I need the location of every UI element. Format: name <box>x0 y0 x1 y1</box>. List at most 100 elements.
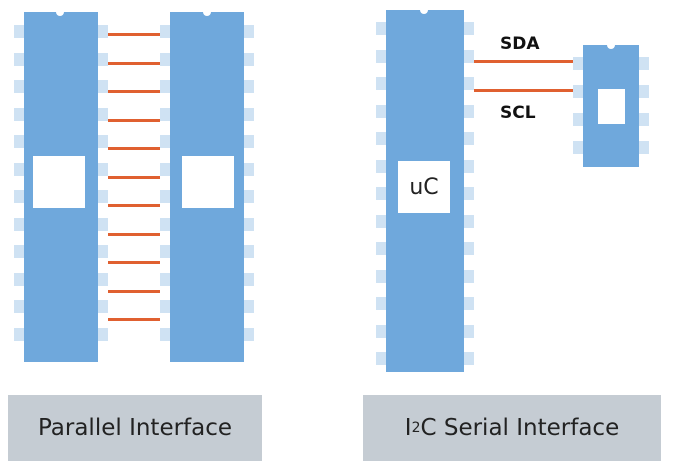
parallel-bus-wire <box>108 261 160 264</box>
parallel-right-chip-pin-left <box>160 25 170 38</box>
microcontroller-pin-right <box>464 352 474 365</box>
parallel-right-chip-pin-left <box>160 190 170 203</box>
peripheral-chip-notch <box>607 45 615 49</box>
parallel-right-chip-pin-left <box>160 107 170 121</box>
parallel-left-chip-notch <box>56 12 64 16</box>
peripheral-chip-pin-left <box>573 57 583 70</box>
microcontroller-pin-right <box>464 324 474 338</box>
parallel-left-chip-pin-left <box>14 52 24 66</box>
microcontroller-pin-right <box>464 22 474 35</box>
peripheral-chip-pin-right <box>639 57 649 70</box>
parallel-right-chip-pin-right <box>244 25 254 38</box>
microcontroller-pin-left <box>376 77 386 90</box>
parallel-left-chip-pin-left <box>14 135 24 148</box>
parallel-left-chip-pin-left <box>14 80 24 93</box>
sda-wire <box>474 60 574 63</box>
microcontroller-pin-left <box>376 297 386 310</box>
parallel-right-chip-pin-right <box>244 217 254 231</box>
parallel-bus-wire <box>108 33 160 36</box>
parallel-left-chip-pin-right <box>98 135 108 148</box>
microcontroller-pin-left <box>376 132 386 145</box>
microcontroller-pin-left <box>376 49 386 63</box>
parallel-bus-wire <box>108 90 160 93</box>
parallel-bus-wire <box>108 232 160 236</box>
microcontroller-pin-left <box>376 187 386 200</box>
parallel-right-chip-pin-right <box>244 80 254 93</box>
parallel-left-chip-pin-right <box>98 80 108 93</box>
parallel-left-chip-pin-left <box>14 217 24 231</box>
parallel-left-chip-pin-right <box>98 107 108 121</box>
parallel-right-chip-pin-left <box>160 80 170 93</box>
microcontroller-pin-right <box>464 187 474 200</box>
parallel-right-chip-pin-left <box>160 327 170 341</box>
microcontroller-pin-left <box>376 324 386 338</box>
microcontroller-label: uC <box>398 161 450 213</box>
microcontroller-pin-right <box>464 49 474 63</box>
peripheral-chip-pin-left <box>573 141 583 154</box>
scl-wire <box>474 89 574 92</box>
parallel-bus-wire <box>108 289 160 293</box>
parallel-bus-wire <box>108 147 160 150</box>
parallel-right-chip-pin-left <box>160 135 170 148</box>
i2c-caption-superscript: 2 <box>411 420 421 436</box>
parallel-right-chip-pin-left <box>160 245 170 258</box>
microcontroller-pin-right <box>464 242 474 255</box>
parallel-left-chip-pin-right <box>98 272 108 286</box>
parallel-right-chip-pin-right <box>244 272 254 286</box>
microcontroller-pin-left <box>376 269 386 283</box>
parallel-left-chip-pin-left <box>14 272 24 286</box>
scl-label: SCL <box>500 103 536 123</box>
parallel-right-chip-pin-right <box>244 162 254 176</box>
parallel-right-chip-pin-right <box>244 190 254 203</box>
parallel-left-chip-pin-left <box>14 327 24 341</box>
microcontroller-notch <box>420 10 428 14</box>
peripheral-chip-die <box>598 89 625 124</box>
parallel-right-chip-pin-left <box>160 52 170 66</box>
parallel-bus-wire <box>108 61 160 65</box>
microcontroller-pin-left <box>376 242 386 255</box>
parallel-right-chip-pin-left <box>160 162 170 176</box>
microcontroller-pin-right <box>464 297 474 310</box>
parallel-left-chip-pin-right <box>98 190 108 203</box>
microcontroller-pin-right <box>464 214 474 228</box>
parallel-bus-wire <box>108 175 160 179</box>
parallel-left-chip-pin-right <box>98 245 108 258</box>
parallel-interface-caption-text: Parallel Interface <box>37 415 233 441</box>
microcontroller-pin-right <box>464 269 474 283</box>
parallel-left-chip-pin-right <box>98 300 108 313</box>
microcontroller-pin-left <box>376 104 386 118</box>
parallel-left-chip-die <box>33 156 85 208</box>
parallel-right-chip-pin-left <box>160 300 170 313</box>
parallel-right-chip-pin-right <box>244 300 254 313</box>
i2c-caption-suffix: C Serial Interface <box>420 415 620 441</box>
parallel-left-chip-pin-right <box>98 217 108 231</box>
i2c-caption-prefix: I <box>404 415 412 441</box>
microcontroller-pin-left <box>376 352 386 365</box>
microcontroller-pin-left <box>376 159 386 173</box>
microcontroller-pin-right <box>464 132 474 145</box>
parallel-left-chip-pin-left <box>14 245 24 258</box>
parallel-left-chip-pin-left <box>14 300 24 313</box>
microcontroller-pin-right <box>464 104 474 118</box>
microcontroller-pin-right <box>464 159 474 173</box>
parallel-right-chip-pin-left <box>160 272 170 286</box>
parallel-right-chip-pin-right <box>244 52 254 66</box>
peripheral-chip-pin-right <box>639 141 649 154</box>
parallel-right-chip-pin-right <box>244 107 254 121</box>
parallel-bus-wire <box>108 204 160 207</box>
parallel-bus-wire <box>108 318 160 321</box>
peripheral-chip-pin-left <box>573 85 583 98</box>
parallel-right-chip-pin-right <box>244 135 254 148</box>
parallel-left-chip-pin-left <box>14 25 24 38</box>
parallel-interface-caption: Parallel Interface <box>8 395 262 461</box>
microcontroller-pin-right <box>464 77 474 90</box>
parallel-left-chip-pin-right <box>98 52 108 66</box>
microcontroller-pin-left <box>376 22 386 35</box>
peripheral-chip-pin-right <box>639 85 649 98</box>
parallel-right-chip-pin-left <box>160 217 170 231</box>
parallel-left-chip-pin-left <box>14 162 24 176</box>
peripheral-chip-pin-left <box>573 113 583 126</box>
microcontroller-pin-left <box>376 214 386 228</box>
